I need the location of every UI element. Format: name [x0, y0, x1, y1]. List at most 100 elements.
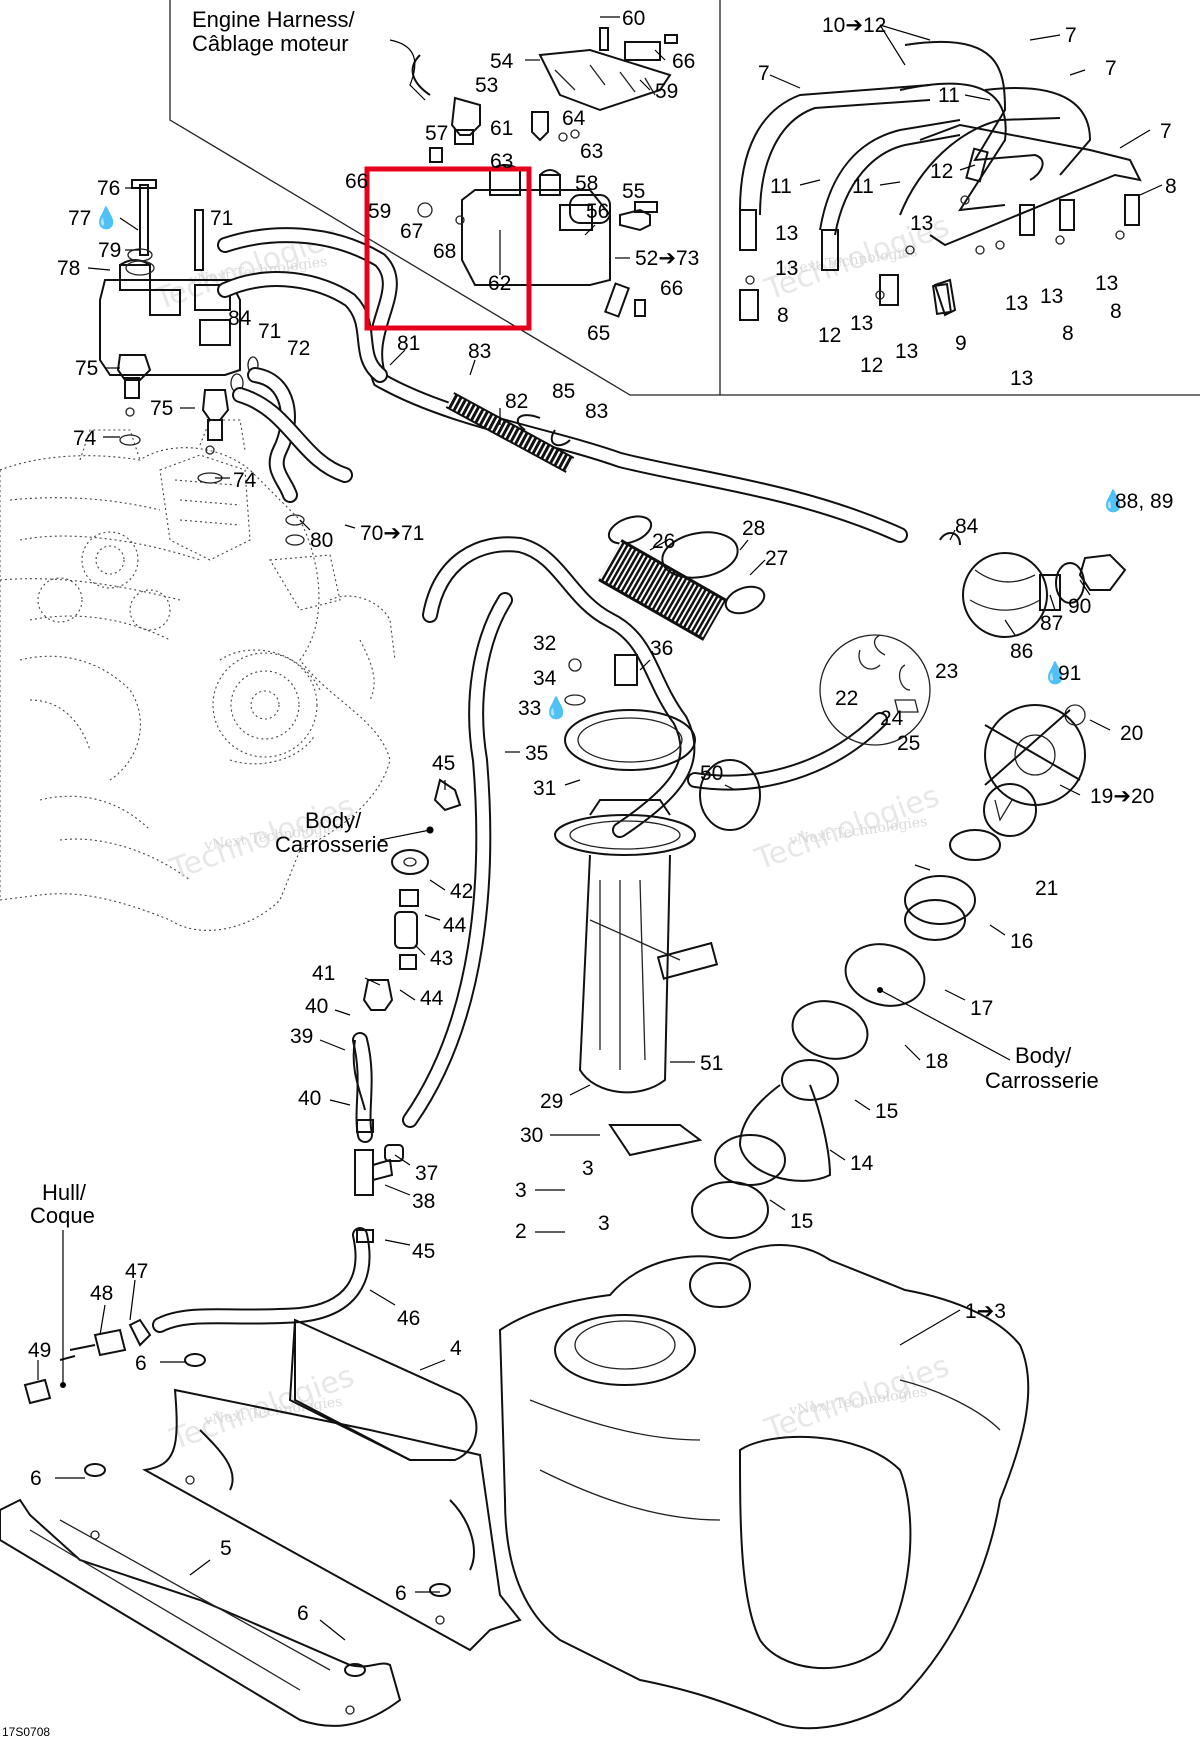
callout-23: 23 [935, 660, 958, 683]
callout-56: 56 [586, 200, 609, 223]
callout-7a: 7 [1065, 24, 1077, 47]
hull-panels [0, 1318, 522, 1727]
callout-68: 68 [433, 240, 456, 263]
drop-icon-91: 💧 [1042, 660, 1068, 685]
engine-harness-label: Engine Harness/ Câblage moteur [192, 7, 426, 101]
callout-28: 28 [742, 517, 765, 540]
callout-7d: 7 [1160, 120, 1172, 143]
callout-86: 86 [1010, 640, 1033, 663]
callout-38: 38 [412, 1190, 435, 1213]
callout-31: 31 [533, 777, 556, 800]
callout-50: 50 [700, 762, 723, 785]
drop-icon-33: 💧 [543, 695, 569, 720]
callout-74b: 74 [233, 469, 257, 492]
callout-84a: 84 [228, 307, 252, 330]
highlight-box [364, 166, 532, 331]
callout-44b: 44 [420, 987, 444, 1010]
detail-circle-22-25 [819, 634, 931, 746]
engine-sketch [0, 419, 396, 931]
callout-6c: 6 [395, 1582, 407, 1605]
callout-51: 51 [700, 1052, 723, 1075]
callout-75a: 75 [75, 357, 98, 380]
inset-frames [169, 0, 1200, 396]
callout-8c: 8 [1062, 322, 1074, 345]
callout-3a: 3 [582, 1157, 594, 1180]
callout-30: 30 [520, 1124, 543, 1147]
callout-78: 78 [57, 257, 80, 280]
callout-40b: 40 [298, 1087, 321, 1110]
callout-81: 81 [397, 332, 420, 355]
callout-88: 88, 89 [1115, 490, 1173, 513]
left-fuel-rail [99, 179, 305, 546]
hull-label: Hull/ Coque [30, 1180, 95, 1388]
callout-27: 27 [765, 547, 788, 570]
drawing-code: 17S0708 [2, 1725, 50, 1739]
callout-45b: 45 [412, 1240, 435, 1263]
callout-77: 77 [68, 207, 91, 230]
callout-10: 10➔12 [822, 14, 886, 37]
callout-71b: 71 [258, 320, 281, 343]
callout-15b: 15 [790, 1210, 813, 1233]
callout-13a: 13 [910, 212, 933, 235]
callout-80: 80 [310, 529, 333, 552]
callout-17: 17 [970, 997, 993, 1020]
callout-26: 26 [652, 530, 675, 553]
callout-12c: 12 [860, 354, 883, 377]
callout-35: 35 [525, 742, 548, 765]
svg-text:Body/: Body/ [1015, 1043, 1072, 1068]
callout-82: 82 [505, 390, 528, 413]
callout-85: 85 [552, 380, 575, 403]
callout-66b: 66 [345, 170, 368, 193]
fuel-tank [498, 1244, 1030, 1730]
fuel-pump-assembly [554, 654, 761, 1157]
callout-25: 25 [897, 732, 920, 755]
callout-63b: 63 [490, 150, 513, 173]
callout-1: 1➔3 [965, 1300, 1006, 1323]
callout-13b: 13 [775, 257, 798, 280]
callout-13c: 13 [1095, 272, 1118, 295]
filler-components [598, 515, 1127, 1308]
callout-14: 14 [850, 1152, 874, 1175]
callout-83b: 83 [585, 400, 608, 423]
callout-54: 54 [490, 50, 514, 73]
callout-6a: 6 [135, 1352, 147, 1375]
callout-20: 20 [1120, 722, 1143, 745]
callout-47: 47 [125, 1260, 148, 1283]
body-label-2: Body/ Carrosserie [877, 987, 1099, 1093]
callout-4: 4 [450, 1337, 462, 1360]
svg-text:Coque: Coque [30, 1203, 95, 1228]
callout-64: 64 [562, 107, 586, 130]
callout-11a: 11 [938, 84, 960, 107]
callout-40a: 40 [305, 995, 328, 1018]
callout-22: 22 [835, 687, 858, 710]
callout-53: 53 [475, 74, 498, 97]
callout-13i: 13 [775, 222, 798, 245]
callout-41: 41 [312, 962, 335, 985]
callout-8d: 8 [1110, 300, 1122, 323]
callout-13f: 13 [850, 312, 873, 335]
svg-text:Engine Harness/: Engine Harness/ [192, 7, 356, 32]
callout-8a: 8 [1165, 175, 1177, 198]
callout-29: 29 [540, 1090, 563, 1113]
callout-59b: 59 [655, 80, 678, 103]
callout-87: 87 [1040, 612, 1063, 635]
callout-75b: 75 [150, 397, 173, 420]
callout-74a: 74 [73, 427, 97, 450]
callout-13g: 13 [895, 340, 918, 363]
callout-6b: 6 [30, 1467, 42, 1490]
callout-2: 2 [515, 1220, 527, 1243]
callout-84b: 84 [955, 515, 979, 538]
callout-11b: 11 [770, 175, 792, 198]
svg-text:Hull/: Hull/ [42, 1180, 87, 1205]
callout-60: 65 [587, 322, 610, 345]
svg-text:Body/: Body/ [305, 808, 362, 833]
callout-79: 79 [98, 239, 121, 262]
callout-71a: 71 [210, 207, 233, 230]
callout-65: 60 [622, 7, 645, 30]
callout-45a: 45 [432, 752, 455, 775]
body-label-1: Body/ Carrosserie [275, 808, 433, 857]
callout-19: 19➔20 [1090, 785, 1154, 808]
callout-37: 37 [415, 1162, 438, 1185]
callout-55: 55 [622, 180, 645, 203]
svg-text:Carrosserie: Carrosserie [275, 832, 389, 857]
